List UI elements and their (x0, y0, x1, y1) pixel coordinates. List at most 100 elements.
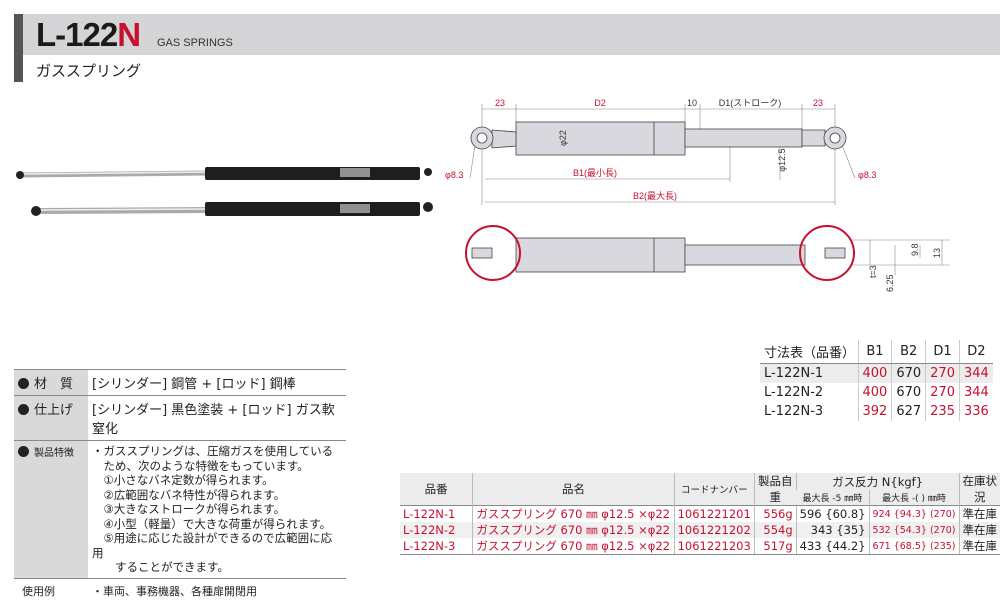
dimension-table-title: 寸法表（品番） (760, 340, 858, 364)
page-title: L-122N (36, 14, 141, 55)
dim-9-8: 9.8 (910, 243, 920, 256)
dim-23-right: 23 (813, 98, 823, 108)
col-name: 品名 (472, 473, 675, 506)
feature-line: ①小さなバネ定数が得られます。 (92, 473, 274, 487)
spec-row-features: 製品特徴 ・ガススプリングは、圧縮ガスを使用している ため、次のような特徴をもっ… (14, 440, 346, 579)
b2: 670 (891, 383, 926, 402)
d1: 235 (925, 402, 960, 421)
col-force-max5: 最大長 -5 ㎜時 (796, 490, 870, 506)
dim-phi8-3-right: φ8.3 (858, 170, 876, 180)
code: 1061221201 (673, 505, 755, 522)
category-en: GAS SPRINGS (157, 37, 233, 49)
b1: 392 (857, 402, 892, 421)
spec-row-usage: 使用例 ・車両、事務機器、各種扉開閉用 (14, 578, 346, 602)
model: L-122N-1 (760, 363, 858, 383)
feature-line: ③大きなストロークが得られます。 (92, 502, 286, 516)
product-table: 品番 品名 コードナンバー 製品自重 ガス反力 N{kgf} 在庫状況 最大長 … (400, 473, 1000, 555)
bullet-icon (18, 404, 29, 415)
col-force-maxx: 最大長 -( ) ㎜時 (868, 490, 959, 506)
d2: 336 (958, 402, 993, 421)
part-no: L-122N-1 (400, 505, 473, 522)
col-force: ガス反力 N{kgf} (795, 473, 959, 491)
weight: 517g (753, 538, 797, 555)
weight: 554g (753, 522, 797, 538)
usage-value: ・車両、事務機器、各種扉開閉用 (92, 584, 257, 598)
b2: 627 (891, 402, 926, 421)
usage-label: 使用例 (22, 584, 55, 598)
feature-line: ・ガススプリングは、圧縮ガスを使用している (92, 444, 334, 458)
dim-b2: B2(最大長) (633, 190, 677, 201)
b2: 670 (891, 363, 926, 383)
detail-circle-left (465, 225, 521, 281)
dim-phi22: φ22 (558, 130, 568, 146)
col-b1: B1 (857, 340, 892, 364)
dim-13: 13 (932, 248, 942, 258)
product-name: ガススプリング 670 ㎜ φ12.5 ×φ22 (472, 538, 675, 555)
d1: 270 (925, 383, 960, 402)
b1: 400 (857, 383, 892, 402)
weight: 556g (753, 505, 797, 522)
bullet-icon (18, 378, 29, 389)
force-maxx: 532 {54.3} (270) (868, 522, 959, 538)
product-name: ガススプリング 670 ㎜ φ12.5 ×φ22 (472, 522, 675, 538)
col-stock: 在庫状況 (958, 473, 1000, 506)
dim-d2: D2 (594, 98, 606, 108)
part-no: L-122N-2 (400, 522, 473, 538)
feature-line: ⑤用途に応じた設計ができるので広範囲に応用 (92, 531, 333, 560)
code: 1061221202 (673, 522, 755, 538)
d2: 344 (958, 363, 993, 383)
dim-10: 10 (687, 98, 697, 108)
feature-line: ④小型（軽量）で大きな荷重が得られます。 (92, 516, 332, 531)
force-max5: 433 {44.2} (795, 538, 870, 555)
col-weight: 製品自重 (753, 473, 797, 506)
model: L-122N-2 (764, 385, 824, 400)
col-d2: D2 (958, 340, 993, 364)
stock: 準在庫 (958, 538, 1000, 555)
features-list: ・ガススプリングは、圧縮ガスを使用している ため、次のような特徴をもっています。… (88, 440, 346, 579)
finish-label: 仕上げ (34, 403, 74, 418)
dim-phi8-3-left: φ8.3 (445, 170, 463, 180)
stock: 準在庫 (958, 522, 1000, 538)
model: L-122N-3 (764, 404, 824, 419)
feature-line: ため、次のような特徴をもっています。 (92, 458, 309, 473)
header-stripe (14, 14, 23, 82)
dimension-drawing: 23 D2 10 D1(ストローク) 23 φ22 φ12.5 φ8.3 φ8.… (445, 98, 950, 292)
stock: 準在庫 (958, 505, 1000, 522)
spec-row-finish: 仕上げ [シリンダー] 黒色塗装 + [ロッド] ガス軟窒化 (14, 395, 346, 441)
model-prefix: L-122 (36, 16, 118, 53)
features-label: 製品特徴 (34, 448, 74, 459)
b1: 400 (857, 363, 892, 383)
feature-line: することができます。 (92, 560, 229, 574)
gas-spring-photo-1 (16, 167, 432, 180)
finish-value: [シリンダー] 黒色塗装 + [ロッド] ガス軟窒化 (88, 395, 346, 441)
gas-spring-photo-2 (31, 202, 433, 216)
feature-line: ②広範囲なバネ特性が得られます。 (92, 487, 286, 502)
code: 1061221203 (673, 538, 755, 555)
d1: 270 (925, 363, 960, 383)
material-label: 材 質 (34, 377, 74, 392)
product-photo (16, 167, 433, 216)
header-bar (14, 14, 1000, 55)
force-max5: 596 {60.8} (795, 505, 870, 522)
col-code: コードナンバー (673, 473, 755, 506)
model-suffix: N (117, 16, 141, 53)
detail-circle-right (799, 225, 855, 281)
dim-t3: t=3 (868, 265, 878, 278)
spec-table: 材 質 [シリンダー] 鋼管 + [ロッド] 鋼棒 仕上げ [シリンダー] 黒色… (14, 369, 346, 602)
force-max5: 343 {35} (795, 522, 870, 538)
force-maxx: 924 {94.3} (270) (868, 505, 959, 522)
product-name: ガススプリング 670 ㎜ φ12.5 ×φ22 (472, 505, 675, 522)
spec-row-material: 材 質 [シリンダー] 鋼管 + [ロッド] 鋼棒 (14, 369, 346, 396)
d2: 344 (958, 383, 993, 402)
col-d1: D1 (925, 340, 960, 364)
dim-23-left: 23 (495, 98, 505, 108)
material-value: [シリンダー] 鋼管 + [ロッド] 鋼棒 (88, 369, 346, 396)
bullet-icon (18, 446, 29, 457)
